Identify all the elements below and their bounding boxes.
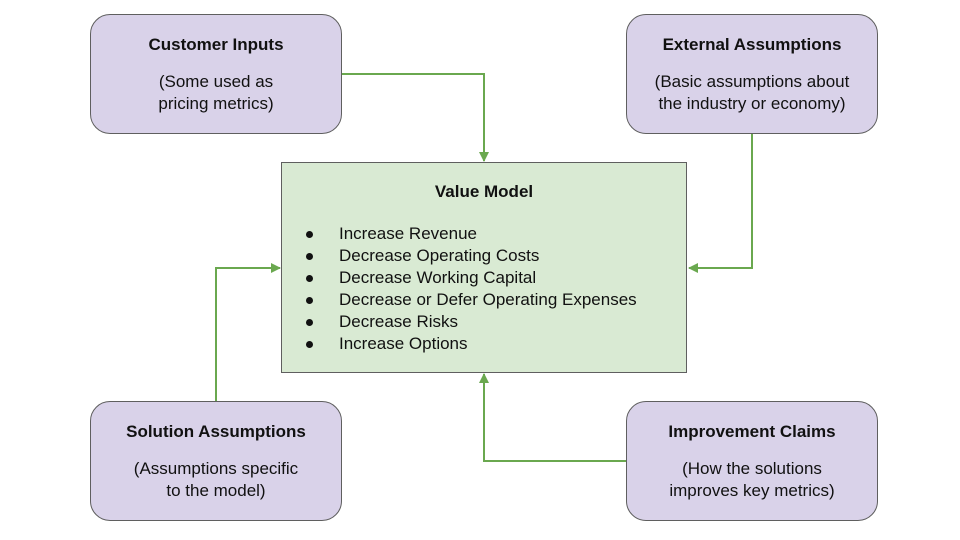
list-item: Increase Revenue xyxy=(282,223,686,245)
bullet-icon xyxy=(306,231,313,238)
node-subtitle: (Some used as pricing metrics) xyxy=(158,72,274,113)
list-item: Decrease Risks xyxy=(282,311,686,333)
list-item: Increase Options xyxy=(282,333,686,355)
node-subtitle: (Basic assumptions about the industry or… xyxy=(654,72,850,113)
arrow-improvement-claims-to-value-model xyxy=(479,373,626,462)
node-title: Customer Inputs xyxy=(148,35,284,54)
bullet-icon xyxy=(306,275,313,282)
list-item-label: Decrease Operating Costs xyxy=(339,246,540,265)
node-title: Solution Assumptions xyxy=(126,422,306,441)
arrow-solution-assumptions-to-value-model xyxy=(215,263,281,401)
bullet-icon xyxy=(306,297,313,304)
node-subtitle: (Assumptions specific to the model) xyxy=(133,459,299,500)
customer-inputs-node: Customer Inputs (Some used as pricing me… xyxy=(90,14,342,134)
list-item-label: Decrease or Defer Operating Expenses xyxy=(339,290,637,309)
list-item: Decrease or Defer Operating Expenses xyxy=(282,289,686,311)
node-subtitle: (How the solutions improves key metrics) xyxy=(669,459,835,500)
bullet-icon xyxy=(306,253,313,260)
improvement-claims-node: Improvement Claims (How the solutions im… xyxy=(626,401,878,521)
list-item: Decrease Working Capital xyxy=(282,267,686,289)
value-model-node: Value Model Increase Revenue Decrease Op… xyxy=(281,162,687,373)
bullet-icon xyxy=(306,319,313,326)
node-title: Improvement Claims xyxy=(668,422,836,441)
list-item-label: Increase Options xyxy=(339,334,468,353)
node-title: External Assumptions xyxy=(662,35,842,54)
arrow-customer-inputs-to-value-model xyxy=(342,73,489,162)
list-item-label: Decrease Working Capital xyxy=(339,268,537,287)
external-assumptions-node: External Assumptions (Basic assumptions … xyxy=(626,14,878,134)
list-item-label: Decrease Risks xyxy=(339,312,459,331)
node-title: Value Model xyxy=(434,182,534,201)
bullet-icon xyxy=(306,341,313,348)
list-item: Decrease Operating Costs xyxy=(282,245,686,267)
arrow-external-assumptions-to-value-model xyxy=(688,134,753,273)
value-model-list: Increase Revenue Decrease Operating Cost… xyxy=(282,223,686,355)
solution-assumptions-node: Solution Assumptions (Assumptions specif… xyxy=(90,401,342,521)
list-item-label: Increase Revenue xyxy=(339,224,477,243)
